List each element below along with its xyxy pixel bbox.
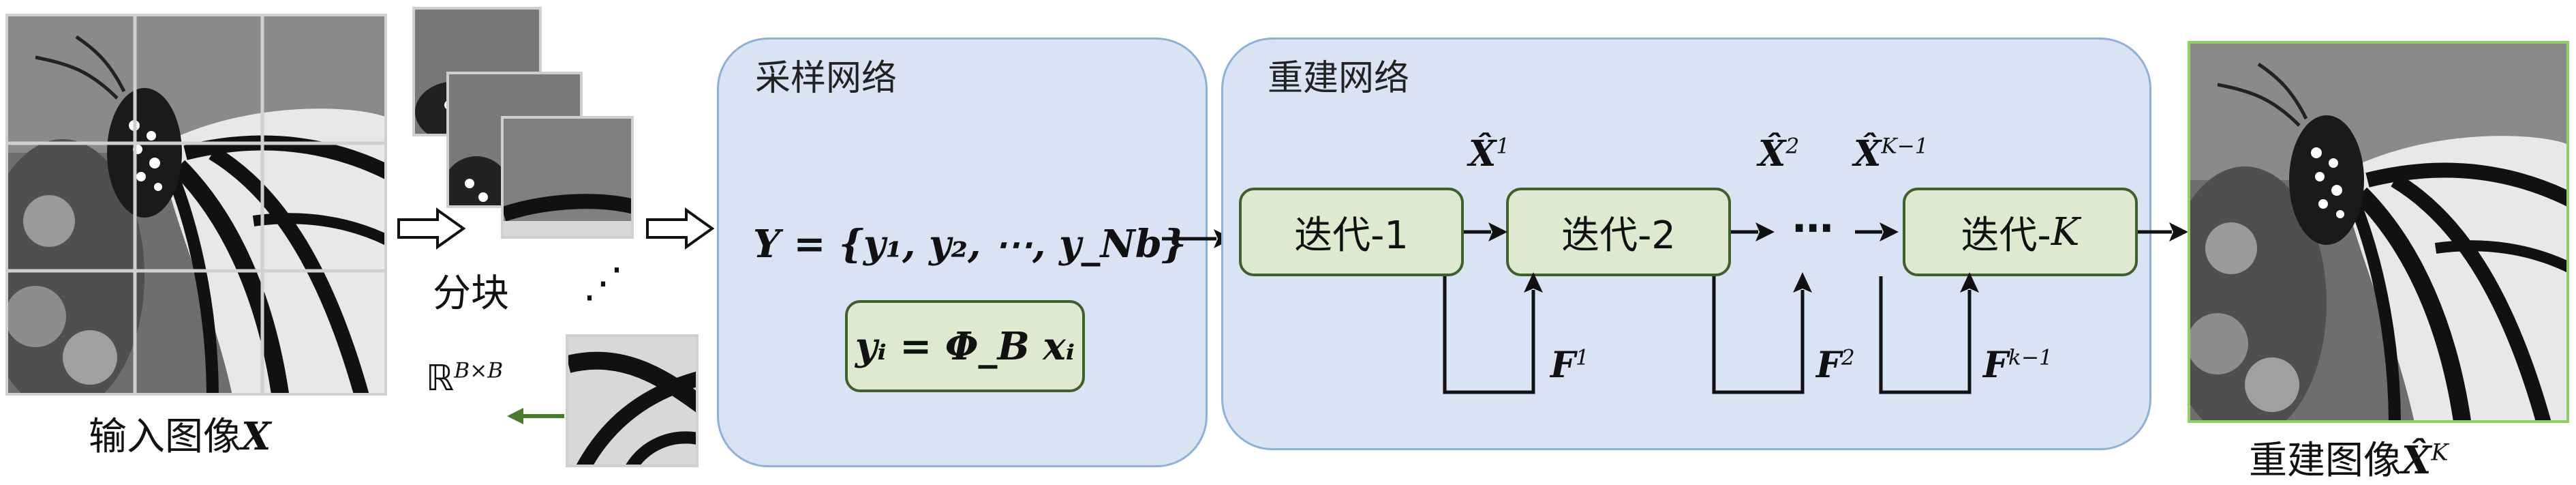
single-block-image bbox=[568, 337, 696, 465]
arrow-to-output bbox=[2138, 222, 2188, 241]
iteration-1-label: 迭代-1 bbox=[1294, 213, 1409, 258]
input-label-text: 输入图像 bbox=[89, 415, 241, 459]
f-2-superscript: 2 bbox=[1841, 345, 1855, 370]
butterfly-image-input bbox=[8, 16, 384, 393]
xhat-2-symbol: X̂ bbox=[1758, 133, 1786, 175]
f-1-symbol: F bbox=[1550, 344, 1576, 386]
f-k-superscript: k−1 bbox=[2008, 345, 2053, 370]
sampling-equation-box: yᵢ = Φ_B xᵢ bbox=[845, 300, 1085, 392]
f-k-symbol: F bbox=[1983, 344, 2008, 386]
iteration-k-box: 迭代-K bbox=[1903, 188, 2138, 276]
f-2-symbol: F bbox=[1816, 344, 1841, 386]
reconstruction-network-title: 重建网络 bbox=[1268, 58, 1410, 99]
xhat-k-label: X̂K−1 bbox=[1854, 133, 1929, 175]
output-label-text: 重建图像 bbox=[2249, 439, 2402, 483]
iteration-k-symbol: K bbox=[2051, 209, 2080, 254]
input-image bbox=[5, 14, 387, 396]
arrow-dots-iterk bbox=[1855, 222, 1899, 241]
xhat-1-label: X̂1 bbox=[1469, 133, 1509, 175]
hollow-arrow-1 bbox=[397, 207, 466, 250]
feedback-loop-2 bbox=[1712, 272, 1812, 394]
iteration-1-box: 迭代-1 bbox=[1239, 188, 1464, 276]
output-image-label: 重建图像X̂K bbox=[2249, 430, 2449, 485]
feedback-loop-k bbox=[1879, 272, 1979, 394]
feedback-loop-1 bbox=[1443, 272, 1543, 394]
butterfly-image-output bbox=[2190, 44, 2566, 420]
block-tile-3-image bbox=[504, 119, 631, 236]
output-symbol: X̂ bbox=[2402, 438, 2432, 483]
block-label: 分块 bbox=[433, 271, 509, 316]
arrow-iter1-iter2 bbox=[1464, 222, 1507, 241]
space-symbol: ℝ bbox=[426, 358, 455, 399]
input-image-label: 输入图像X bbox=[89, 406, 271, 461]
ellipsis: ⋯ bbox=[1792, 205, 1833, 252]
sampling-equation: yᵢ = Φ_B xᵢ bbox=[855, 323, 1075, 369]
block-tile-3 bbox=[501, 116, 634, 239]
xhat-k-symbol: X̂ bbox=[1854, 133, 1882, 175]
single-block-tile bbox=[566, 334, 699, 467]
green-arrow bbox=[507, 408, 564, 424]
xhat-2-label: X̂2 bbox=[1758, 133, 1799, 175]
f-1-superscript: 1 bbox=[1575, 345, 1589, 370]
iteration-2-label: 迭代-2 bbox=[1561, 213, 1676, 258]
sampling-network-panel bbox=[717, 38, 1208, 467]
f-2-label: F2 bbox=[1816, 344, 1855, 386]
xhat-1-symbol: X̂ bbox=[1469, 133, 1497, 175]
hollow-arrow-2 bbox=[646, 207, 715, 250]
f-k-label: Fk−1 bbox=[1983, 344, 2053, 386]
output-image bbox=[2188, 41, 2569, 423]
arrow-iter2-dots bbox=[1731, 222, 1775, 241]
space-label: ℝB×B bbox=[426, 358, 503, 399]
f-1-label: F1 bbox=[1550, 344, 1589, 386]
xhat-1-superscript: 1 bbox=[1496, 134, 1510, 159]
input-symbol: X bbox=[241, 414, 271, 459]
measurement-equation: Y = {y₁, y₂, ⋯, y_Nb} bbox=[753, 222, 1186, 267]
xhat-k-superscript: K−1 bbox=[1881, 134, 1929, 159]
sampling-network-title: 采样网络 bbox=[755, 58, 898, 99]
vertical-dots: ⋰ bbox=[583, 259, 624, 307]
xhat-2-superscript: 2 bbox=[1785, 134, 1800, 159]
space-superscript: B×B bbox=[454, 358, 504, 383]
iteration-2-box: 迭代-2 bbox=[1506, 188, 1731, 276]
output-superscript: K bbox=[2431, 439, 2449, 466]
iteration-k-prefix: 迭代- bbox=[1961, 213, 2051, 258]
